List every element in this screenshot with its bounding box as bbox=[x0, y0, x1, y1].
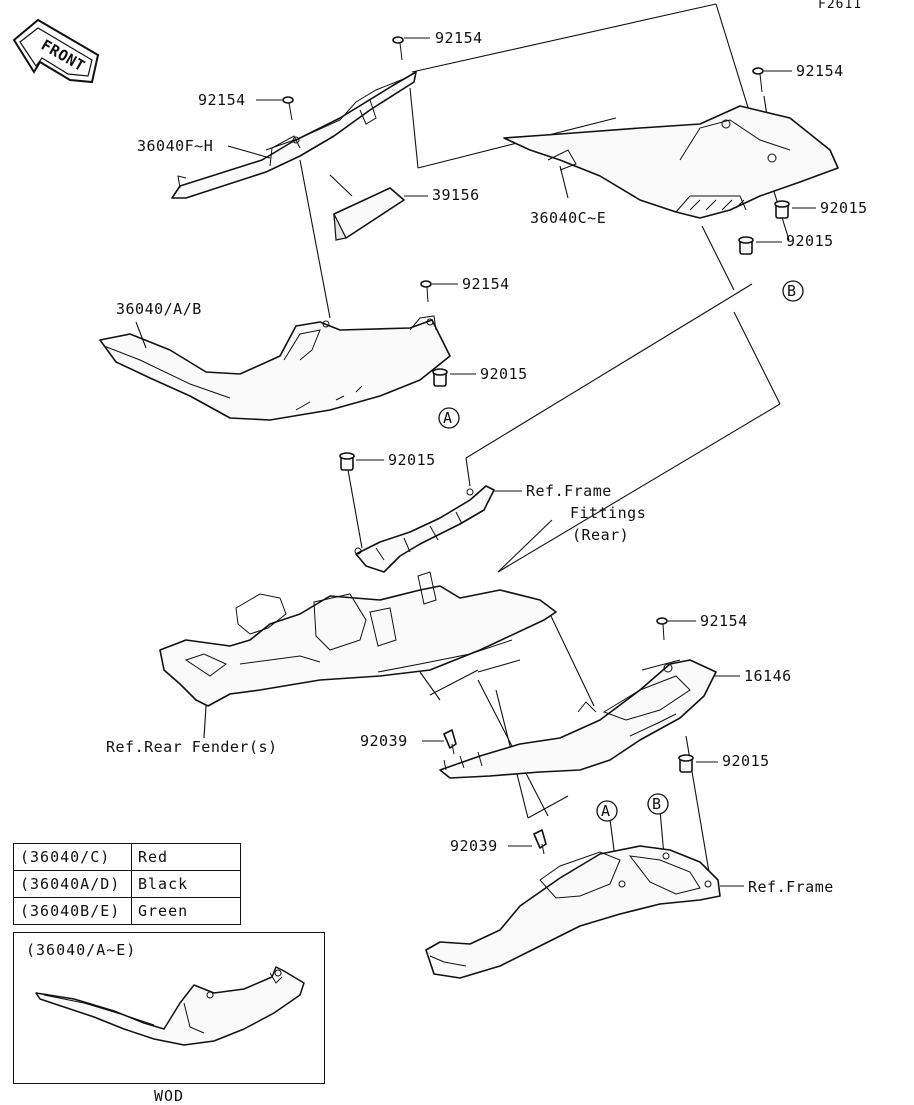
callout-label: 92015 bbox=[480, 365, 528, 383]
callout-label: Ref.Rear Fender(s) bbox=[106, 738, 278, 756]
marker-A-upper-label: A bbox=[443, 409, 453, 427]
table-cell-color: Black bbox=[131, 870, 241, 898]
callout-label: 36040/A/B bbox=[116, 300, 202, 318]
table-cell-code: (36040/C) bbox=[13, 843, 132, 871]
grommet-92015-4 bbox=[339, 452, 355, 471]
table-row: (36040B/E) Green bbox=[13, 897, 241, 925]
clip-92039-2 bbox=[533, 829, 547, 855]
callout-label: 92154 bbox=[435, 29, 483, 47]
marker-A-upper: A bbox=[438, 407, 460, 429]
part-16146 bbox=[439, 659, 717, 779]
callout-label: 92015 bbox=[820, 199, 868, 217]
part-39156-pad bbox=[333, 187, 405, 241]
callout-label: 39156 bbox=[432, 186, 480, 204]
grommet-92015-2 bbox=[738, 236, 754, 255]
table-row: (36040/C) Red bbox=[13, 843, 241, 871]
bolt-92154-5 bbox=[656, 617, 668, 641]
marker-A-lower: A bbox=[596, 800, 618, 822]
part-36040C-E bbox=[503, 105, 839, 219]
grommet-92015-3 bbox=[432, 368, 448, 387]
ref-frame-bracket bbox=[354, 485, 495, 573]
detail-part-illustration bbox=[35, 966, 305, 1046]
callout-label: 92015 bbox=[722, 752, 770, 770]
color-table: (36040/C) Red (36040A/D) Black (36040B/E… bbox=[13, 843, 241, 925]
callout-label: (Rear) bbox=[572, 526, 629, 544]
table-cell-color: Red bbox=[131, 843, 241, 871]
callout-label: 16146 bbox=[744, 667, 792, 685]
figure-id: F2611 bbox=[818, 0, 863, 12]
callout-label: Ref.Frame bbox=[526, 482, 612, 500]
callout-leaders bbox=[135, 37, 816, 887]
marker-A-lower-label: A bbox=[601, 802, 611, 820]
marker-B-upper-label: B bbox=[787, 282, 797, 300]
marker-B-lower: B bbox=[647, 793, 669, 815]
detail-box-title: (36040/A~E) bbox=[26, 941, 137, 959]
callout-label: 92015 bbox=[388, 451, 436, 469]
bolt-92154-4 bbox=[420, 280, 432, 303]
callout-label: Fittings bbox=[570, 504, 646, 522]
marker-B-upper: B bbox=[782, 280, 804, 302]
callout-label: 92015 bbox=[786, 232, 834, 250]
grommet-92015-1 bbox=[774, 200, 790, 219]
callout-label: 36040F~H bbox=[137, 137, 213, 155]
bolt-92154-2 bbox=[282, 96, 294, 121]
rear-fender-assembly bbox=[159, 571, 557, 707]
table-cell-code: (36040A/D) bbox=[13, 870, 132, 898]
callout-label: 92154 bbox=[198, 91, 246, 109]
bolt-92154-3 bbox=[752, 67, 764, 93]
table-cell-code: (36040B/E) bbox=[13, 897, 132, 925]
clip-92039-1 bbox=[443, 729, 457, 755]
detail-box-caption: WOD bbox=[153, 1087, 185, 1105]
part-36040-A-B bbox=[99, 315, 451, 421]
callout-label: 92154 bbox=[462, 275, 510, 293]
table-cell-color: Green bbox=[131, 897, 241, 925]
front-arrow-icon: FRONT bbox=[12, 18, 100, 84]
table-row: (36040A/D) Black bbox=[13, 870, 241, 898]
callout-label: 92039 bbox=[360, 732, 408, 750]
callout-label: 92154 bbox=[796, 62, 844, 80]
callout-label: 92154 bbox=[700, 612, 748, 630]
lower-tail-cowl bbox=[425, 845, 721, 979]
grommet-92015-5 bbox=[678, 754, 694, 773]
callout-label: 92039 bbox=[450, 837, 498, 855]
bolt-92154-1 bbox=[392, 36, 404, 61]
marker-B-lower-label: B bbox=[652, 795, 662, 813]
callout-label: 36040C~E bbox=[530, 209, 606, 227]
detail-box: (36040/A~E) bbox=[13, 932, 325, 1084]
callout-label: Ref.Frame bbox=[748, 878, 834, 896]
